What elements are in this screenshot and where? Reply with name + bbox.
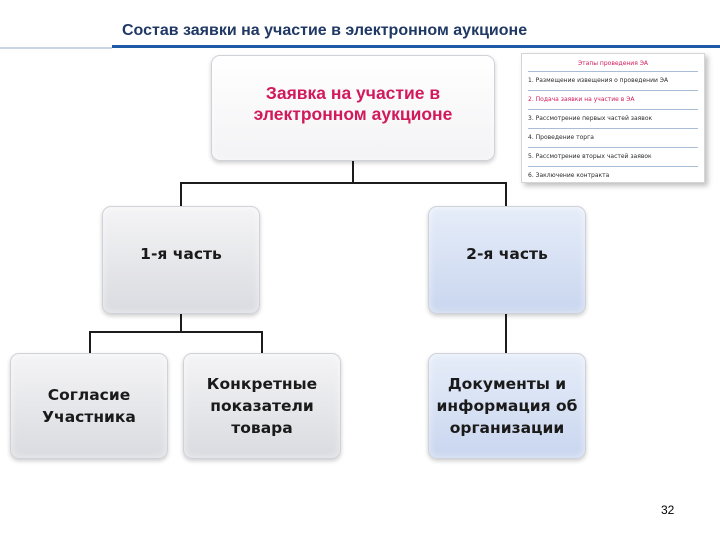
root-box: Заявка на участие в электронном аукционе (211, 55, 495, 161)
title-rule-left (0, 47, 112, 49)
connector-level2-bar (89, 331, 263, 333)
stage-item: 1. Размещение извещения о проведении ЭА (528, 71, 698, 90)
stage-item: 6. Заключение контракта (528, 166, 698, 185)
leaf1-box: Согласие Участника (10, 353, 168, 459)
connector-leaf1-up (89, 331, 91, 353)
root-label: Заявка на участие в электронном аукционе (253, 83, 453, 124)
part1-box: 1-я часть (102, 206, 260, 314)
stages-title: Этапы проведения ЭА (577, 60, 649, 67)
part2-box: 2-я часть (428, 206, 586, 314)
stages-inset: Этапы проведения ЭА 1. Размещение извеще… (521, 53, 705, 183)
leaf1-label: Согласие Участника (42, 386, 136, 426)
connector-leaf2-up (261, 331, 263, 353)
stage-item: 4. Проведение торга (528, 128, 698, 147)
leaf2-label: Конкретные показатели товара (206, 375, 318, 437)
leaf3-label: Документы и информация об организации (436, 375, 578, 437)
leaf3-box: Документы и информация об организации (428, 353, 586, 459)
leaf2-box: Конкретные показатели товара (183, 353, 341, 459)
page-number: 32 (661, 503, 675, 517)
stage-item: 3. Рассмотрение первых частей заявок (528, 109, 698, 128)
connector-part1-up (180, 182, 182, 206)
title-rule (112, 45, 720, 48)
connector-part2-down (505, 314, 507, 354)
connector-part2-up (505, 182, 507, 206)
stage-item-active: 2. Подача заявки на участие в ЭА (528, 90, 698, 109)
stage-item: 5. Рассмотрение вторых частей заявок (528, 147, 698, 166)
slide-title: Состав заявки на участие в электронном а… (122, 22, 528, 39)
connector-root-down (352, 161, 354, 183)
part2-label: 2-я часть (466, 245, 548, 263)
connector-part1-down (180, 314, 182, 332)
connector-level1-bar (180, 182, 507, 184)
part1-label: 1-я часть (140, 245, 222, 263)
